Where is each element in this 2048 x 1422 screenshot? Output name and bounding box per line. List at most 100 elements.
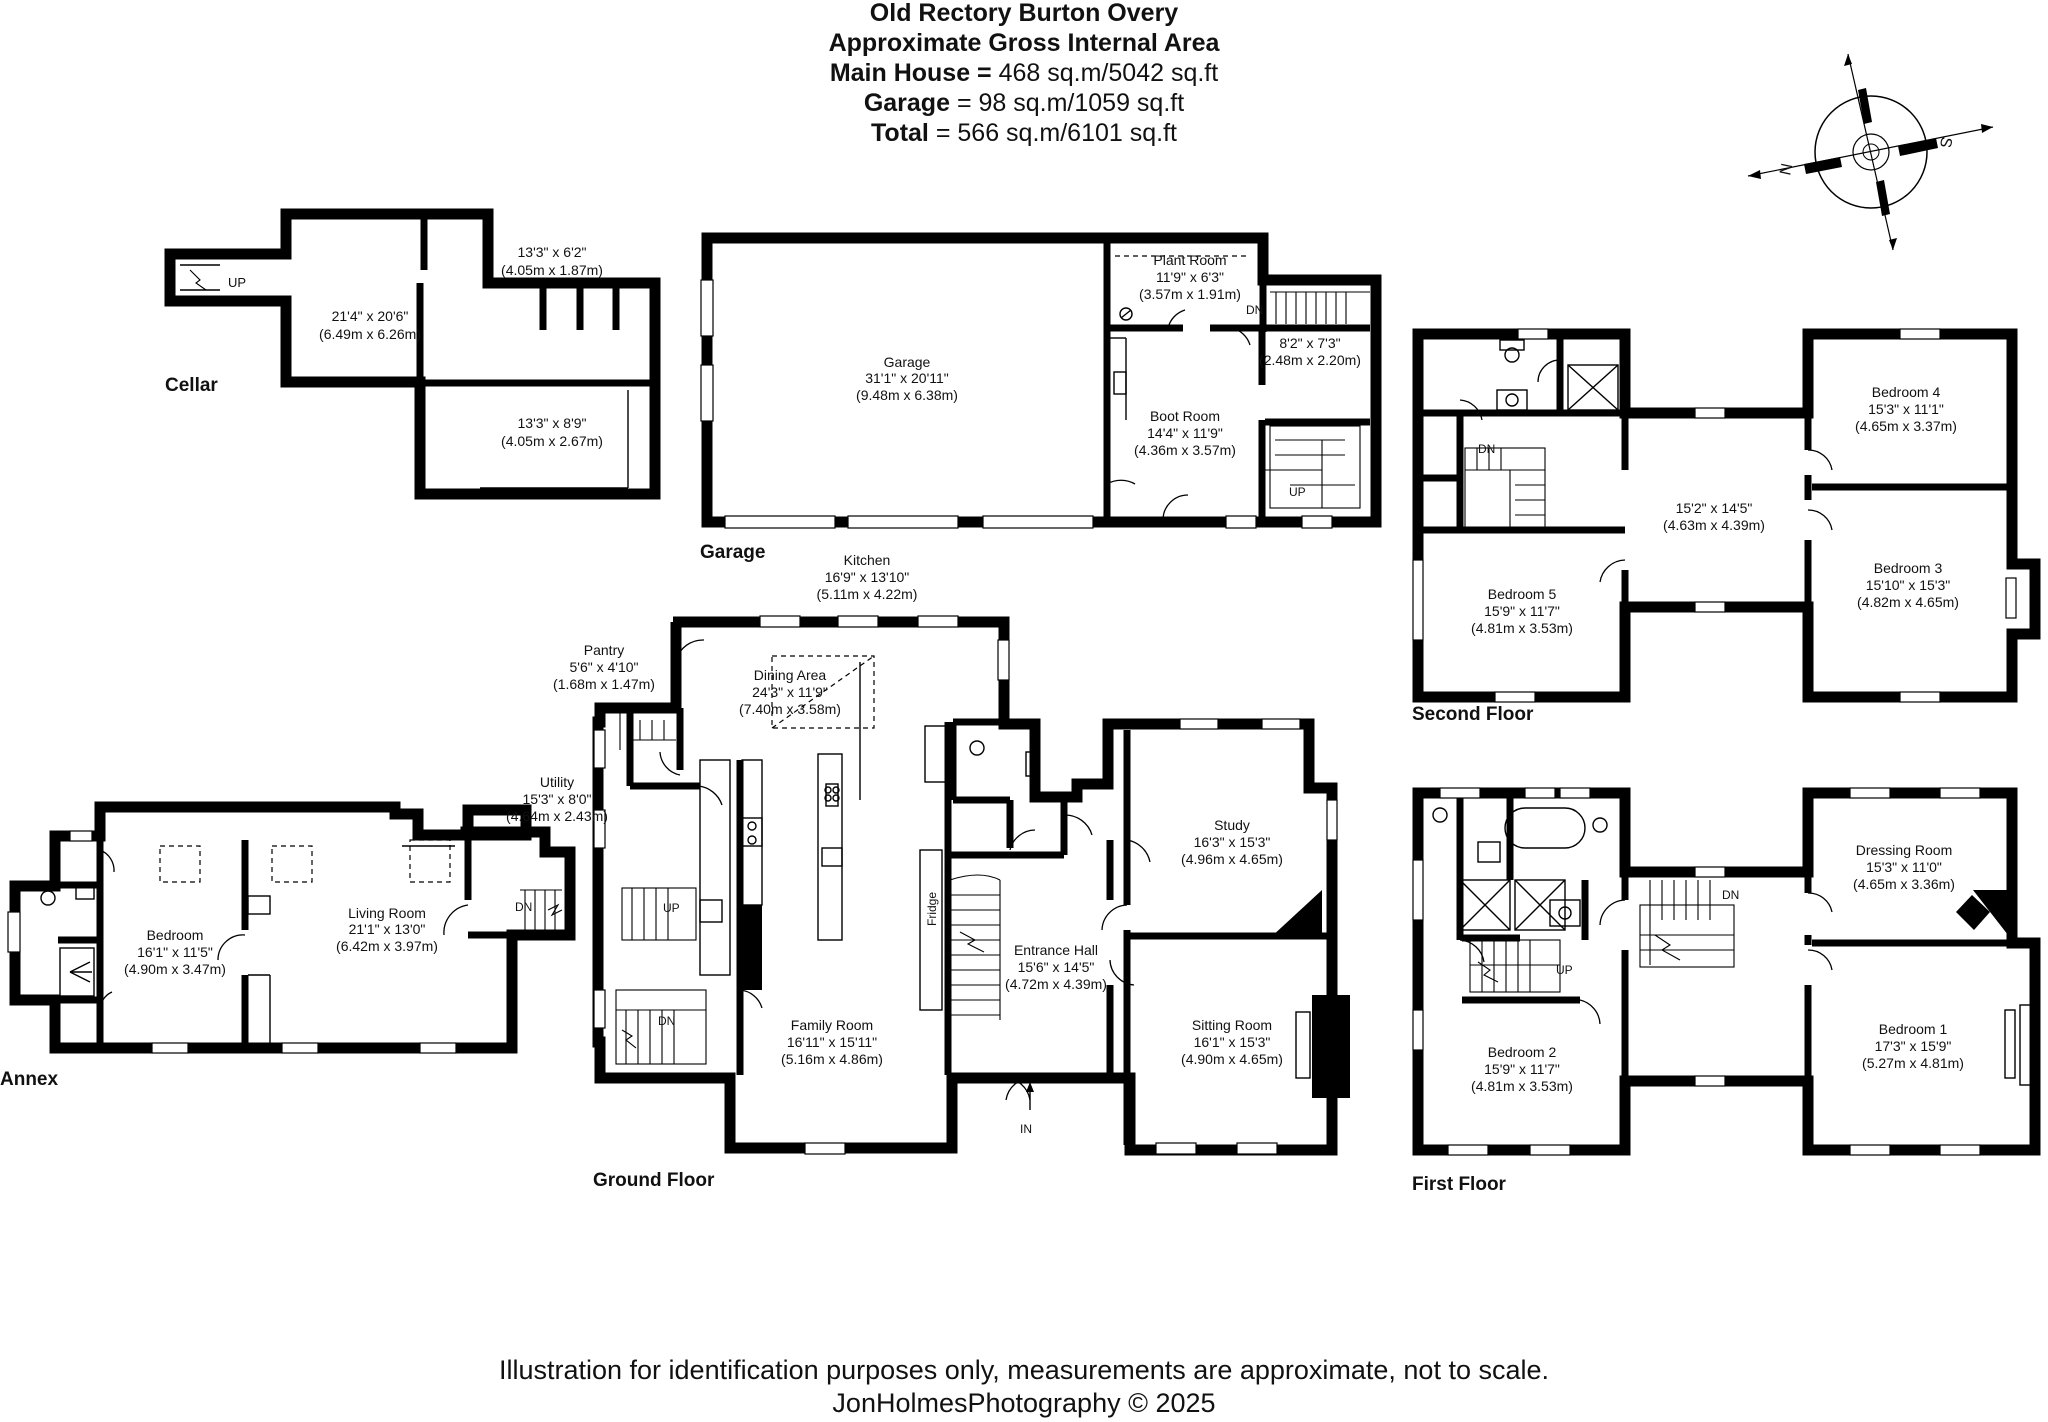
kitchen-dim-ft: 16'9" x 13'10" bbox=[825, 569, 910, 585]
second-floor-label: Second Floor bbox=[1412, 704, 1534, 725]
bedroom2-dim-m: (4.81m x 3.53m) bbox=[1471, 1078, 1573, 1094]
boot-room-label: Boot Room bbox=[1150, 408, 1220, 424]
pantry-dim-m: (1.68m x 1.47m) bbox=[553, 676, 655, 692]
compass-icon: N S bbox=[1747, 53, 1994, 251]
fridge-label: Fridge bbox=[925, 892, 939, 926]
cellar-store-bottom-dim-m: (4.05m x 2.67m) bbox=[501, 433, 603, 449]
second-floor-plan: DN Bedroom 4 15'3" x 11'1" (4.65m x 3.37… bbox=[1412, 328, 2041, 725]
sitting-room-label: Sitting Room bbox=[1192, 1017, 1272, 1033]
total-area: Total = 566 sq.m/6101 sq.ft bbox=[871, 119, 1177, 147]
family-room-label: Family Room bbox=[791, 1017, 873, 1033]
ground-up-marker: UP bbox=[663, 901, 680, 915]
disclaimer-text: Illustration for identification purposes… bbox=[498, 1355, 1550, 1385]
garage-label: Garage bbox=[884, 354, 931, 370]
dressing-room-label: Dressing Room bbox=[1856, 842, 1952, 858]
annex-bedroom-dim-ft: 16'1" x 11'5" bbox=[137, 944, 213, 960]
ground-in-marker: IN bbox=[1020, 1122, 1032, 1136]
sitting-room-dim-ft: 16'1" x 15'3" bbox=[1194, 1034, 1271, 1050]
annex-living-dim-m: (6.42m x 3.97m) bbox=[336, 938, 438, 954]
bedroom1-dim-m: (5.27m x 4.81m) bbox=[1862, 1055, 1964, 1071]
annex-bedroom-dim-m: (4.90m x 3.47m) bbox=[124, 961, 226, 977]
annex-floor-label: Annex bbox=[0, 1069, 59, 1090]
annex-dn-marker: DN bbox=[515, 900, 532, 914]
cellar-store-bottom-dim-ft: 13'3" x 8'9" bbox=[518, 415, 587, 431]
garage-up-marker: UP bbox=[1289, 485, 1306, 499]
utility-label: Utility bbox=[540, 774, 574, 790]
garage-dim-m: (9.48m x 6.38m) bbox=[856, 387, 958, 403]
bedroom5-dim-ft: 15'9" x 11'7" bbox=[1484, 603, 1560, 619]
garage-dim-ft: 31'1" x 20'11" bbox=[865, 370, 949, 386]
store-dim-m: (2.48m x 2.20m) bbox=[1259, 352, 1361, 368]
first-floor-label: First Floor bbox=[1412, 1174, 1507, 1195]
plan-title: Old Rectory Burton Overy bbox=[869, 0, 1179, 27]
plant-room-dim-m: (3.57m x 1.91m) bbox=[1139, 286, 1241, 302]
bedroom2-label: Bedroom 2 bbox=[1488, 1044, 1557, 1060]
kitchen-label: Kitchen bbox=[844, 552, 891, 568]
annex-living-label: Living Room bbox=[348, 905, 426, 921]
pantry-label: Pantry bbox=[584, 642, 624, 658]
bedroom3-dim-m: (4.82m x 4.65m) bbox=[1857, 594, 1959, 610]
bedroom4-dim-ft: 15'3" x 11'1" bbox=[1868, 401, 1944, 417]
bedroom5-label: Bedroom 5 bbox=[1488, 586, 1557, 602]
store-dim-ft: 8'2" x 7'3" bbox=[1279, 335, 1340, 351]
annex-plan: DN Bedroom 16'1" x 11'5" (4.90m x 3.47m)… bbox=[0, 801, 576, 1090]
landing2-dim-ft: 15'2" x 14'5" bbox=[1676, 500, 1753, 516]
bedroom4-dim-m: (4.65m x 3.37m) bbox=[1855, 418, 1957, 434]
garage-area: Garage = 98 sq.m/1059 sq.ft bbox=[863, 89, 1185, 117]
cellar-up-marker: UP bbox=[228, 275, 246, 290]
bedroom1-dim-ft: 17'3" x 15'9" bbox=[1875, 1038, 1952, 1054]
bedroom3-label: Bedroom 3 bbox=[1874, 560, 1943, 576]
first-up-marker: UP bbox=[1556, 963, 1573, 977]
cellar-store-top-dim-ft: 13'3" x 6'2" bbox=[518, 244, 587, 260]
dining-label: Dining Area bbox=[754, 667, 827, 683]
bedroom2-dim-ft: 15'9" x 11'7" bbox=[1484, 1061, 1560, 1077]
utility-dim-m: (4.64m x 2.43m) bbox=[506, 808, 608, 824]
kitchen-dim-m: (5.11m x 4.22m) bbox=[817, 586, 918, 602]
cellar-floor-label: Cellar bbox=[165, 375, 218, 396]
utility-dim-ft: 15'3" x 8'0" bbox=[523, 791, 592, 807]
entrance-hall-label: Entrance Hall bbox=[1014, 942, 1098, 958]
compass-south-label: S bbox=[1936, 135, 1955, 149]
bedroom5-dim-m: (4.81m x 3.53m) bbox=[1471, 620, 1573, 636]
plant-room-dim-ft: 11'9" x 6'3" bbox=[1156, 269, 1224, 285]
study-label: Study bbox=[1214, 817, 1250, 833]
main-house-area: Main House = 468 sq.m/5042 sq.ft bbox=[829, 59, 1219, 87]
annex-living-dim-ft: 21'1" x 13'0" bbox=[349, 921, 426, 937]
dining-dim-ft: 24'3" x 11'9" bbox=[752, 684, 828, 700]
cellar-main-dim-ft: 21'4" x 20'6" bbox=[332, 308, 409, 324]
family-room-dim-m: (5.16m x 4.86m) bbox=[781, 1051, 883, 1067]
sitting-room-dim-m: (4.90m x 4.65m) bbox=[1181, 1051, 1283, 1067]
plan-subtitle: Approximate Gross Internal Area bbox=[828, 29, 1220, 57]
credit-text: JonHolmesPhotography © 2025 bbox=[832, 1388, 1216, 1418]
garage-dn-marker: DN bbox=[1246, 303, 1263, 317]
cellar-store-top-dim-m: (4.05m x 1.87m) bbox=[501, 262, 603, 278]
bedroom1-label: Bedroom 1 bbox=[1879, 1021, 1948, 1037]
entrance-hall-dim-ft: 15'6" x 14'5" bbox=[1018, 959, 1095, 975]
study-dim-m: (4.96m x 4.65m) bbox=[1181, 851, 1283, 867]
annex-bedroom-label: Bedroom bbox=[147, 927, 204, 943]
landing2-dim-m: (4.63m x 4.39m) bbox=[1663, 517, 1765, 533]
ground-floor-plan: IN DN UP Fridge Kitchen 16'9" x 13'10" (… bbox=[506, 552, 1350, 1191]
first-dn-marker: DN bbox=[1722, 888, 1739, 902]
study-dim-ft: 16'3" x 15'3" bbox=[1194, 834, 1271, 850]
bedroom3-dim-ft: 15'10" x 15'3" bbox=[1866, 577, 1951, 593]
ground-floor-label: Ground Floor bbox=[593, 1170, 715, 1191]
garage-floor-label: Garage bbox=[700, 542, 765, 563]
compass-north-label: N bbox=[1777, 162, 1796, 177]
plant-room-label: Plant Room bbox=[1153, 252, 1226, 268]
garage-plan: DN UP Garage 31'1" x 20'11" (9.48m x 6.3… bbox=[700, 232, 1382, 563]
bedroom4-label: Bedroom 4 bbox=[1872, 384, 1941, 400]
second-dn-marker: DN bbox=[1478, 442, 1495, 456]
family-room-dim-ft: 16'11" x 15'11" bbox=[787, 1034, 877, 1050]
boot-room-dim-m: (4.36m x 3.57m) bbox=[1134, 442, 1236, 458]
dining-dim-m: (7.40m x 3.58m) bbox=[739, 701, 841, 717]
dressing-room-dim-m: (4.65m x 3.36m) bbox=[1853, 876, 1955, 892]
dressing-room-dim-ft: 15'3" x 11'0" bbox=[1866, 859, 1942, 875]
boot-room-dim-ft: 14'4" x 11'9" bbox=[1147, 425, 1223, 441]
cellar-plan: UP Cellar 21'4" x 20'6" (6.49m x 6.26m) … bbox=[164, 208, 661, 500]
cellar-main-dim-m: (6.49m x 6.26m) bbox=[319, 326, 421, 342]
pantry-dim-ft: 5'6" x 4'10" bbox=[570, 659, 639, 675]
first-floor-plan: DN UP Dressing Room 15'3" x 11'0" (4.65m… bbox=[1412, 787, 2041, 1195]
ground-dn-marker: DN bbox=[658, 1014, 675, 1028]
